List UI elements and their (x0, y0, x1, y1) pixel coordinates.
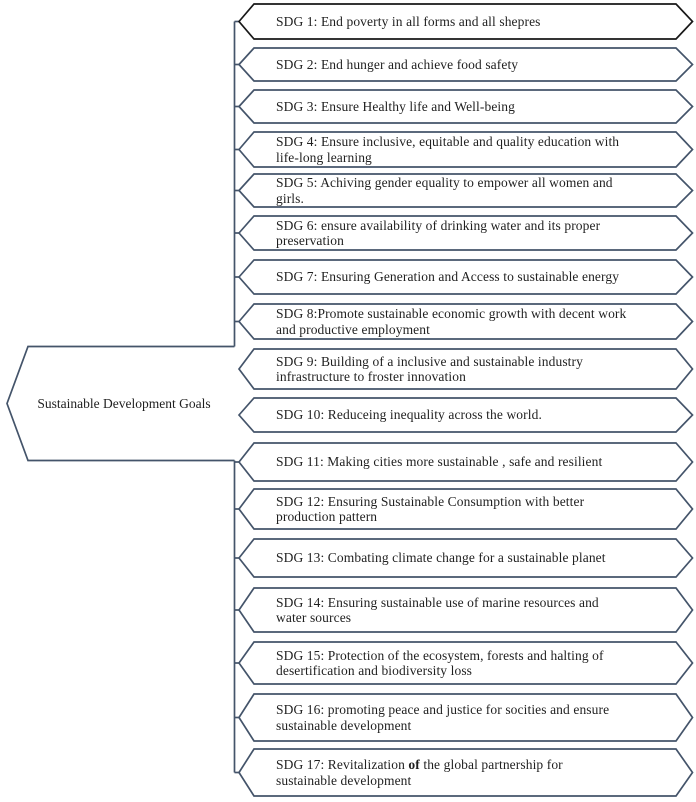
sdg-box-8: SDG 8:Promote sustainable economic growt… (237, 303, 694, 340)
sdg-box-14: SDG 14: Ensuring sustainable use of mari… (237, 587, 694, 633)
sdg-box-label: SDG 6: ensure availability of drinking w… (276, 217, 601, 248)
sdg-box-label: SDG 13: Combating climate change for a s… (276, 550, 606, 566)
sdg-box-12: SDG 12: Ensuring Sustainable Consumption… (237, 488, 694, 530)
sdg-box-label: SDG 15: Protection of the ecosystem, for… (276, 647, 604, 678)
sdg-box-shape (237, 47, 694, 82)
sdg-box-shape (237, 131, 694, 168)
sdg-box-15: SDG 15: Protection of the ecosystem, for… (237, 641, 694, 685)
sdg-box-10: SDG 10: Reduceing inequality across the … (237, 397, 694, 433)
sdg-box-label: SDG 11: Making cities more sustainable ,… (276, 454, 603, 470)
sdg-box-7: SDG 7: Ensuring Generation and Access to… (237, 259, 694, 295)
sdg-box-label: SDG 9: Building of a inclusive and susta… (276, 353, 583, 384)
sdg-box-label: SDG 8:Promote sustainable economic growt… (276, 306, 627, 337)
sdg-box-1: SDG 1: End poverty in all forms and all … (237, 3, 694, 40)
sdg-box-16: SDG 16: promoting peace and justice for … (237, 693, 694, 742)
main-node-label: Sustainable Development Goals (37, 395, 211, 411)
sdg-box-11: SDG 11: Making cities more sustainable ,… (237, 442, 694, 482)
sdg-box-3: SDG 3: Ensure Healthy life and Well-bein… (237, 89, 694, 124)
sdg-box-label: SDG 14: Ensuring sustainable use of mari… (276, 594, 599, 625)
sdg-box-9: SDG 9: Building of a inclusive and susta… (237, 348, 694, 390)
sdg-box-shape (237, 348, 694, 390)
sdg-box-shape (237, 641, 694, 685)
sdg-box-shape (237, 693, 694, 742)
sdg-box-5: SDG 5: Achiving gender equality to empow… (237, 173, 694, 208)
sdg-box-label: SDG 1: End poverty in all forms and all … (276, 13, 541, 29)
sdg-box-label: SDG 12: Ensuring Sustainable Consumption… (276, 493, 585, 524)
sdg-box-shape (237, 538, 694, 578)
sdg-box-label: SDG 3: Ensure Healthy life and Well-bein… (276, 98, 515, 114)
sdg-box-shape (237, 259, 694, 295)
sdg-box-shape (237, 89, 694, 124)
sdg-box-shape (237, 3, 694, 40)
sdg-box-shape (237, 748, 694, 797)
sdg-box-shape (237, 587, 694, 633)
sdg-box-13: SDG 13: Combating climate change for a s… (237, 538, 694, 578)
sdg-box-label: SDG 5: Achiving gender equality to empow… (276, 175, 613, 206)
sdg-box-6: SDG 6: ensure availability of drinking w… (237, 215, 694, 251)
sdg-box-shape (237, 215, 694, 251)
sdg-box-shape (237, 303, 694, 340)
sdg-box-4: SDG 4: Ensure inclusive, equitable and q… (237, 131, 694, 168)
sdg-box-shape (237, 488, 694, 530)
sdg-box-label: SDG 10: Reduceing inequality across the … (276, 407, 542, 423)
sdg-box-label: SDG 17: Revitalization of the global par… (276, 757, 563, 788)
sdg-box-shape (237, 442, 694, 482)
sdg-box-2: SDG 2: End hunger and achieve food safet… (237, 47, 694, 82)
sdg-box-label: SDG 16: promoting peace and justice for … (276, 702, 610, 733)
sdg-box-17: SDG 17: Revitalization of the global par… (237, 748, 694, 797)
sdg-box-shape (237, 397, 694, 433)
sdg-box-shape (237, 173, 694, 208)
main-node-shape (6, 345, 235, 462)
sdg-box-label: SDG 2: End hunger and achieve food safet… (276, 56, 519, 72)
sdg-box-label: SDG 7: Ensuring Generation and Access to… (276, 269, 620, 285)
sdg-box-label: SDG 4: Ensure inclusive, equitable and q… (276, 134, 620, 165)
